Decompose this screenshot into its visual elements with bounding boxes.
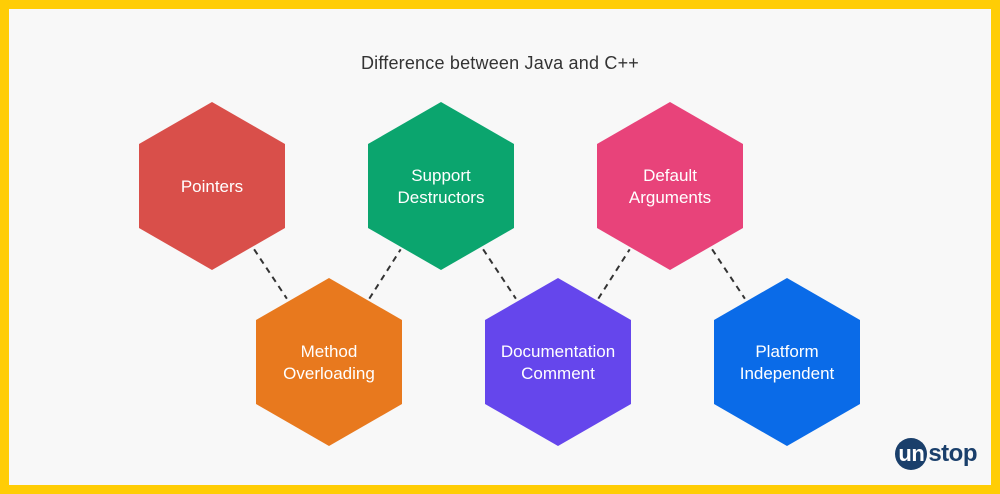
diagram-title: Difference between Java and C++ xyxy=(360,53,640,73)
hexagon-shape-documentation-comment xyxy=(485,278,631,446)
connector-support-destructors-to-documentation-comment xyxy=(482,248,517,300)
unstop-logo: un stop xyxy=(895,438,977,470)
hexagon-label-method-overloading-1: Overloading xyxy=(283,364,375,383)
logo-text: stop xyxy=(928,440,977,467)
hexagons-layer: PointersMethodOverloadingSupportDestruct… xyxy=(139,102,860,446)
hexagon-shape-platform-independent xyxy=(714,278,860,446)
hexagon-shape-default-arguments xyxy=(597,102,743,270)
connectors-layer xyxy=(253,248,746,300)
hexagon-label-platform-independent-1: Independent xyxy=(740,364,835,383)
connector-documentation-comment-to-default-arguments xyxy=(597,248,631,300)
hexagon-label-support-destructors-1: Destructors xyxy=(398,188,485,207)
hexagon-label-platform-independent-0: Platform xyxy=(755,342,818,361)
hexagon-label-documentation-comment-0: Documentation xyxy=(501,342,615,361)
logo-badge: un xyxy=(895,438,928,470)
hexagon-label-support-destructors-0: Support xyxy=(411,166,471,185)
hexagon-shape-method-overloading xyxy=(256,278,402,446)
connector-method-overloading-to-support-destructors xyxy=(368,248,402,300)
hexagon-label-documentation-comment-1: Comment xyxy=(521,364,595,383)
hexagon-shape-pointers xyxy=(139,102,285,270)
hexagon-label-default-arguments-0: Default xyxy=(643,166,697,185)
hexagon-label-pointers-0: Pointers xyxy=(181,177,243,196)
hexagon-label-default-arguments-1: Arguments xyxy=(629,188,711,207)
hexagon-shape-support-destructors xyxy=(368,102,514,270)
connector-default-arguments-to-platform-independent xyxy=(711,248,746,300)
hexagon-label-method-overloading-0: Method xyxy=(301,342,358,361)
connector-pointers-to-method-overloading xyxy=(253,248,288,300)
hexagon-pointers: Pointers xyxy=(139,102,285,270)
